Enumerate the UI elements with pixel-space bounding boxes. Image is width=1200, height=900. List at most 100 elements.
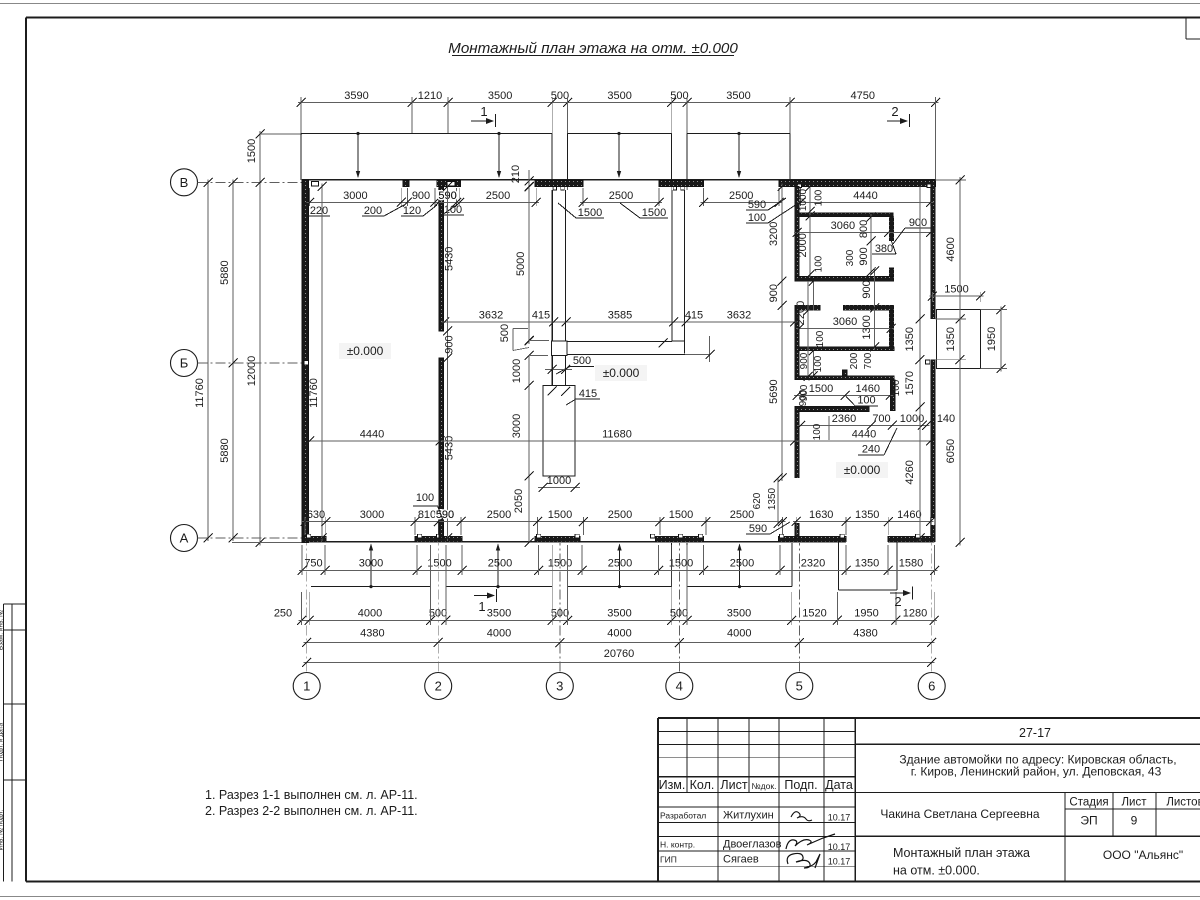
svg-text:100: 100 [812,423,823,440]
svg-text:100: 100 [814,255,825,272]
svg-text:Кол.: Кол. [690,778,715,792]
svg-text:4750: 4750 [851,90,875,102]
svg-text:300: 300 [845,249,856,266]
svg-text:415: 415 [685,310,703,322]
svg-text:3: 3 [556,679,563,694]
svg-text:100: 100 [813,355,824,372]
svg-text:ГИП: ГИП [660,855,677,865]
svg-text:4380: 4380 [360,628,384,640]
svg-text:500: 500 [499,324,511,342]
svg-text:1630: 1630 [809,509,833,521]
svg-text:11760: 11760 [308,378,320,408]
svg-text:3500: 3500 [487,608,511,620]
svg-text:6: 6 [928,679,935,694]
svg-text:750: 750 [304,558,322,570]
svg-text:5430: 5430 [444,436,456,460]
svg-text:1460: 1460 [856,383,880,395]
svg-text:900: 900 [412,190,430,202]
svg-text:1460: 1460 [897,509,921,521]
svg-text:Здание автомойки по адресу: Ки: Здание автомойки по адресу: Кировская об… [899,753,1176,767]
svg-text:500: 500 [551,90,569,102]
svg-text:9: 9 [1131,814,1138,828]
svg-text:3500: 3500 [726,90,750,102]
svg-text:2000: 2000 [797,233,809,257]
svg-text:590: 590 [749,523,767,535]
svg-text:2500: 2500 [486,190,510,202]
svg-text:2200: 2200 [795,301,807,325]
svg-text:210: 210 [510,165,522,183]
svg-text:5000: 5000 [515,252,527,276]
svg-text:±0.000: ±0.000 [844,463,881,477]
svg-text:2: 2 [891,104,898,119]
svg-text:Двоеглазов: Двоеглазов [723,839,782,851]
svg-text:10.17: 10.17 [828,857,851,867]
svg-text:2: 2 [435,679,442,694]
svg-text:5690: 5690 [768,379,780,403]
svg-text:5880: 5880 [219,260,231,284]
svg-text:500: 500 [551,608,569,620]
svg-text:Подп. и дата: Подп. и дата [0,722,5,761]
svg-text:2: 2 [894,594,901,609]
svg-text:900: 900 [861,280,873,298]
svg-text:1350: 1350 [767,487,778,510]
svg-text:810: 810 [418,509,436,521]
svg-text:1350: 1350 [855,558,879,570]
svg-text:1350: 1350 [855,509,879,521]
svg-text:А: А [180,531,189,546]
svg-text:Изм.: Изм. [659,778,686,792]
svg-text:700: 700 [863,352,874,369]
svg-text:1350: 1350 [945,327,957,351]
svg-text:3500: 3500 [607,608,631,620]
svg-text:Н. контр.: Н. контр. [660,840,695,850]
svg-text:5430: 5430 [444,247,456,271]
svg-text:4440: 4440 [853,190,877,202]
svg-text:4380: 4380 [853,628,877,640]
svg-text:4260: 4260 [904,460,916,484]
svg-text:2500: 2500 [608,558,632,570]
svg-text:2500: 2500 [730,509,754,521]
svg-text:6050: 6050 [945,439,957,463]
svg-text:ООО "Альянс": ООО "Альянс" [1103,848,1183,862]
svg-text:4000: 4000 [358,608,382,620]
svg-text:4000: 4000 [607,628,631,640]
svg-text:г. Киров, Ленинский район, ул.: г. Киров, Ленинский район, ул. Деповская… [911,765,1162,779]
svg-text:3590: 3590 [344,90,368,102]
svg-text:В: В [180,175,189,190]
svg-text:3200: 3200 [768,222,780,246]
svg-text:3000: 3000 [511,414,523,438]
svg-text:1000: 1000 [547,475,571,487]
svg-text:3632: 3632 [479,310,503,322]
svg-text:11680: 11680 [602,429,632,441]
svg-text:100: 100 [891,379,902,396]
svg-text:4000: 4000 [727,628,751,640]
svg-text:1500: 1500 [548,509,572,521]
svg-text:630: 630 [307,509,325,521]
svg-text:Сягаев: Сягаев [723,854,759,866]
svg-text:3585: 3585 [608,310,632,322]
svg-text:12000: 12000 [246,356,258,387]
svg-text:5880: 5880 [219,438,231,462]
svg-text:1000: 1000 [900,413,924,425]
svg-text:4000: 4000 [487,628,511,640]
svg-text:100: 100 [814,189,825,206]
svg-text:100: 100 [416,492,434,504]
svg-text:Монтажный план этажа: Монтажный план этажа [893,846,1030,860]
svg-text:2500: 2500 [730,558,754,570]
svg-text:100: 100 [444,204,462,216]
svg-text:1: 1 [478,599,485,614]
svg-text:140: 140 [937,413,955,425]
svg-text:1: 1 [480,104,487,119]
svg-text:240: 240 [862,444,880,456]
svg-text:500: 500 [670,90,688,102]
svg-text:1280: 1280 [903,608,927,620]
svg-text:4600: 4600 [945,237,957,261]
svg-text:3000: 3000 [360,509,384,521]
svg-text:1000: 1000 [798,188,809,211]
svg-text:3060: 3060 [833,316,857,328]
svg-text:200: 200 [849,352,860,369]
svg-text:3000: 3000 [359,558,383,570]
svg-text:2050: 2050 [513,489,525,513]
svg-text:1500: 1500 [944,283,968,295]
svg-text:500: 500 [670,608,688,620]
svg-text:на отм. ±0.000.: на отм. ±0.000. [893,864,980,878]
